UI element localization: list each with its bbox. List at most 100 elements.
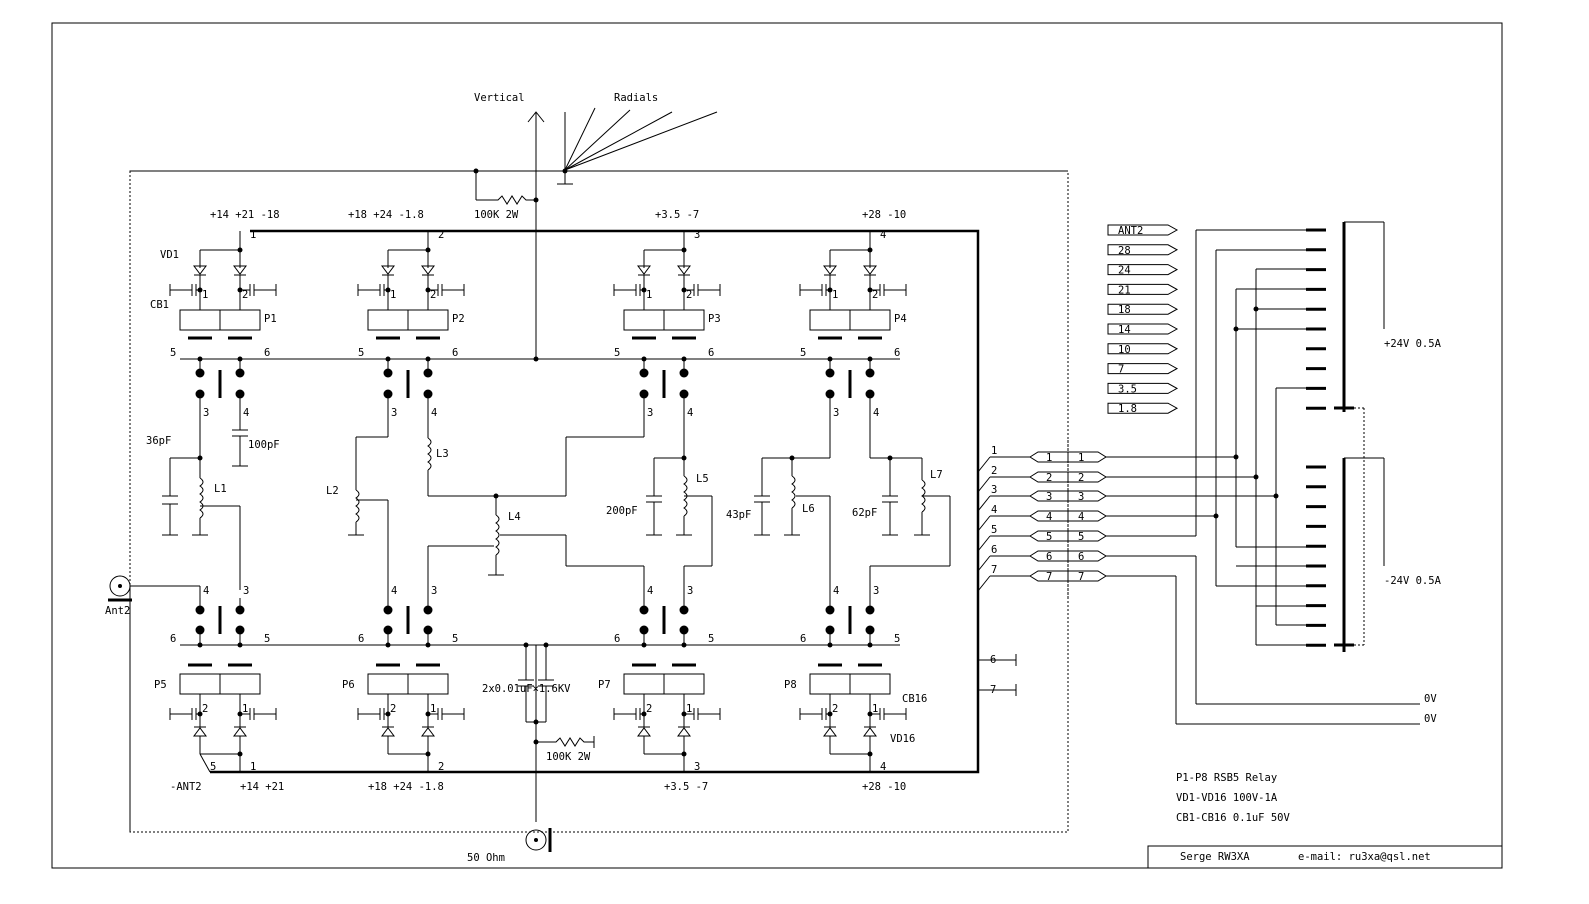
pin-label: 4 [647, 585, 653, 597]
bottom-band-label-4: +3.5 -7 [664, 781, 708, 793]
band-switch-item-7: 10 [1107, 343, 1179, 356]
relay-label: P3 [708, 313, 721, 325]
pin-label: 5 [614, 347, 620, 359]
pin-label: 6 [1046, 551, 1052, 563]
l6-label: L6 [802, 503, 815, 515]
pin-label: 2 [1046, 472, 1052, 484]
pin-label: 5 [264, 633, 270, 645]
band-switch-label: ANT2 [1118, 225, 1143, 237]
pin-label: 6 [708, 347, 714, 359]
c200-label: 200pF [606, 505, 638, 517]
c36-label: 36pF [146, 435, 171, 447]
pin-label: 2 [832, 703, 838, 715]
cb1-label: CB1 [150, 299, 169, 311]
pin-label: 5 [358, 347, 364, 359]
pin-label: 1 [646, 289, 652, 301]
pin-label: 4 [687, 407, 693, 419]
minus24-label: -24V 0.5A [1384, 575, 1442, 587]
plus24-label: +24V 0.5A [1384, 338, 1442, 350]
pin-label: 5 [170, 347, 176, 359]
relay-label: P6 [342, 679, 355, 691]
rotary-switch-icon [1196, 221, 1385, 652]
band-switch-item-8: 7 [1107, 363, 1179, 376]
switch-wiring: 67 [978, 230, 1420, 725]
band-switch-item-5: 18 [1107, 303, 1179, 316]
relay-label: P1 [264, 313, 277, 325]
pin-label: 2 [438, 761, 444, 773]
band-switch-label: 14 [1118, 324, 1131, 336]
band-switch-label: 24 [1118, 265, 1131, 277]
pin-label: 5 [1046, 531, 1052, 543]
note-relay: P1-P8 RSB5 Relay [1176, 772, 1277, 784]
pin-label: 2 [646, 703, 652, 715]
pin-label: 5 [800, 347, 806, 359]
pin-label: 5 [991, 524, 997, 536]
band-switch-label: 3.5 [1118, 383, 1137, 395]
note-diodes: VD1-VD16 100V-1A [1176, 792, 1278, 804]
zero1-label: 0V [1424, 693, 1437, 705]
pin-label: 2 [430, 289, 436, 301]
pin-label: 4 [1078, 511, 1084, 523]
pin-label: 3 [431, 585, 437, 597]
pin-label: 6 [894, 347, 900, 359]
pin-label: 2 [390, 703, 396, 715]
ant2-label: Ant2 [105, 605, 130, 617]
resistor-top-icon [475, 171, 539, 205]
pin-label: 4 [391, 585, 397, 597]
cap-pair-label: 2x0.01uF×1.6KV [482, 683, 571, 695]
ant2-connector-icon [108, 575, 136, 602]
vd1-label: VD1 [160, 249, 179, 261]
band-switch-item-3: 24 [1107, 264, 1179, 277]
pin-label: 1 [1078, 452, 1084, 464]
relay-label: P8 [784, 679, 797, 691]
pin-label: 3 [694, 761, 700, 773]
top-band-label-2: +18 +24 -1.8 [348, 209, 424, 221]
band-switch-label: 21 [1118, 284, 1131, 296]
pin-label: 5 [210, 761, 216, 773]
top-band-label-1: +14 +21 -18 [210, 209, 280, 221]
pin-label: 2 [1078, 472, 1084, 484]
pin-label: 4 [991, 504, 997, 516]
band-switch-item-2: 28 [1107, 244, 1179, 257]
pin-label: 3 [694, 229, 700, 241]
pin-label: 6 [452, 347, 458, 359]
pin-label: 3 [873, 585, 879, 597]
band-switch-item-1: ANT2 [1107, 224, 1179, 237]
relay-label: P5 [154, 679, 167, 691]
resistor-top-label: 100K 2W [474, 209, 519, 221]
pin-label: 6 [264, 347, 270, 359]
pin-label: 3 [203, 407, 209, 419]
drawing-frame [51, 22, 1503, 869]
pin-label: 3 [647, 407, 653, 419]
resistor-bottom-label: 100K 2W [546, 751, 591, 763]
c100-label: 100pF [248, 439, 280, 451]
c43-label: 43pF [726, 509, 751, 521]
top-band-label-3: +3.5 -7 [655, 209, 699, 221]
pin-label: 1 [202, 289, 208, 301]
relay-label: P4 [894, 313, 907, 325]
relay-label: P7 [598, 679, 611, 691]
pin-label: 6 [990, 654, 996, 666]
pin-label: 7 [991, 564, 997, 576]
title-block [1147, 845, 1503, 869]
email-label: e-mail: ru3xa@qsl.net [1298, 851, 1431, 863]
pin-label: 4 [833, 585, 839, 597]
bottom-band-label-3: +18 +24 -1.8 [368, 781, 444, 793]
pin-label: 5 [708, 633, 714, 645]
vertical-antenna-icon [527, 111, 545, 360]
pin-label: 3 [1046, 491, 1052, 503]
ant2-bus-wire: 5 [129, 586, 216, 832]
pin-label: 7 [990, 684, 996, 696]
l2-label: L2 [326, 485, 339, 497]
pin-label: 7 [1078, 571, 1084, 583]
radials-label: Radials [614, 92, 658, 104]
band-switch-label: 18 [1118, 304, 1131, 316]
pin-label: 2 [202, 703, 208, 715]
pin-label: 3 [687, 585, 693, 597]
pin-label: 5 [1078, 531, 1084, 543]
